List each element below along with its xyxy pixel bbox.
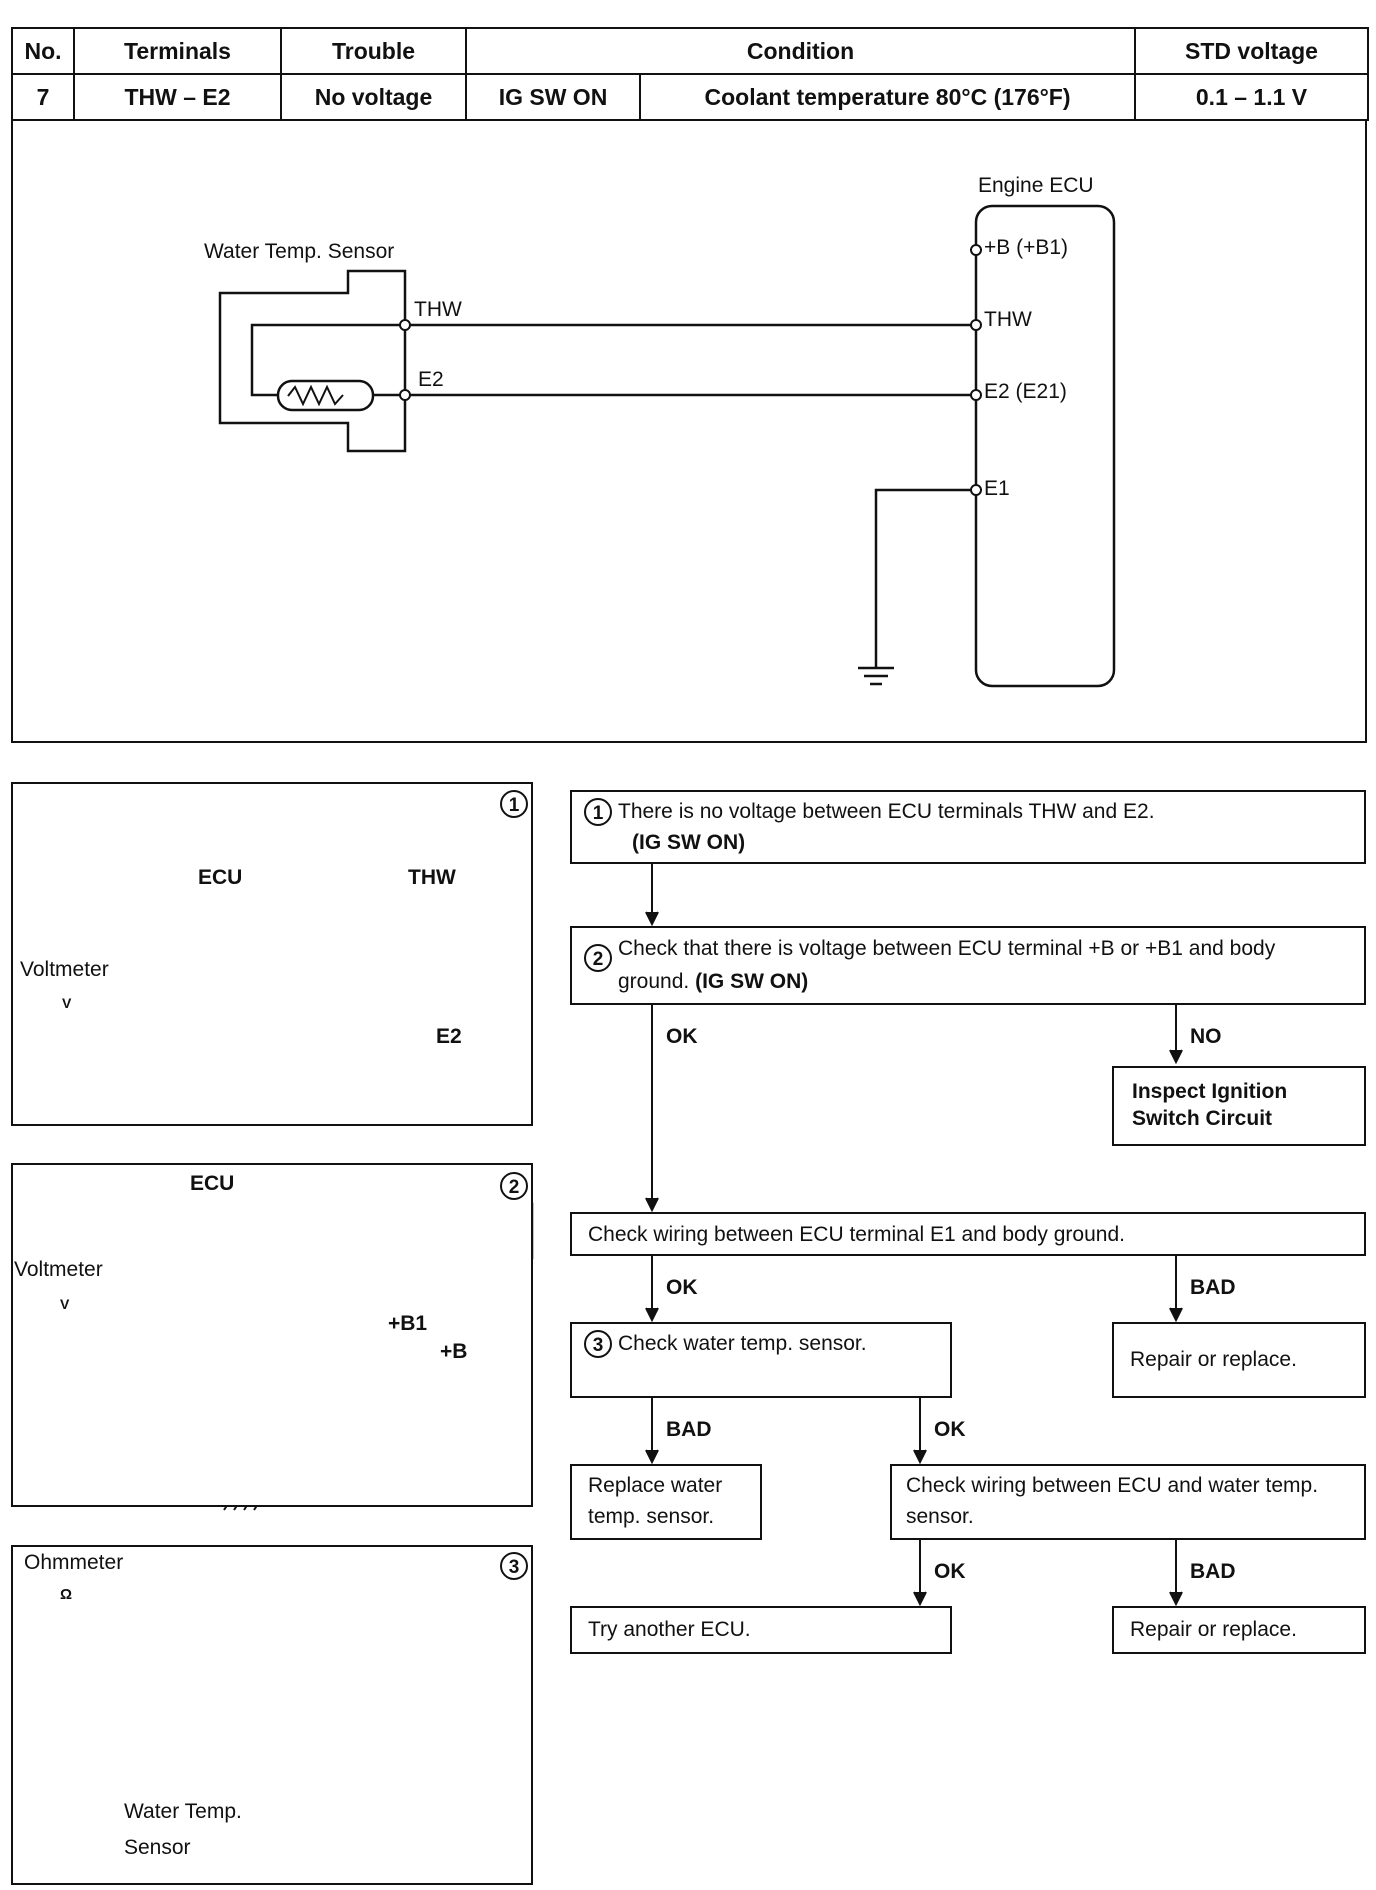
step1-number: 1 xyxy=(584,798,612,827)
check-wiring-box: Check wiring between ECU and water temp.… xyxy=(890,1464,1366,1540)
header-no: No. xyxy=(11,27,75,75)
step2-number: 2 xyxy=(584,944,612,972)
ok-label-3: OK xyxy=(934,1418,966,1441)
repair-text-2: Repair or replace. xyxy=(1130,1618,1297,1641)
no-label-1: NO xyxy=(1190,1025,1222,1048)
sensor-inner-wire xyxy=(250,323,405,397)
cell-condition-detail: Coolant temperature 80°C (176°F) xyxy=(638,73,1137,121)
spec-header-row: No. Terminals Trouble Condition STD volt… xyxy=(11,27,1370,75)
panel3-ohmmeter-label: Ohmmeter xyxy=(24,1551,124,1574)
circuit-diagram-panel xyxy=(11,119,1367,743)
repair-box-2: Repair or replace. xyxy=(1112,1606,1366,1654)
panel1-meter-symbol: V xyxy=(62,995,72,1011)
step3-text: Check water temp. sensor. xyxy=(618,1332,867,1355)
flow-step-3: 3 Check water temp. sensor. xyxy=(570,1322,952,1398)
sensor-housing xyxy=(218,269,407,453)
sensor-e2-label: E2 xyxy=(418,368,444,391)
step2-condition: (IG SW ON) xyxy=(695,970,809,993)
sensor-thw-label: THW xyxy=(414,298,462,321)
flow-step-2: 2 Check that there is voltage between EC… xyxy=(570,926,1366,1005)
replace-sensor-box: Replace water temp. sensor. xyxy=(570,1464,762,1540)
step1-condition: (IG SW ON) xyxy=(632,831,746,854)
panel1-voltmeter-label: Voltmeter xyxy=(20,958,109,981)
panel-3 xyxy=(11,1545,533,1885)
ok-label-1: OK xyxy=(666,1025,698,1048)
header-terminals: Terminals xyxy=(73,27,282,75)
cell-condition-switch: IG SW ON xyxy=(465,73,641,121)
ecu-outline xyxy=(974,204,1116,688)
spec-table: No. Terminals Trouble Condition STD volt… xyxy=(11,27,1370,121)
bad-label-3: BAD xyxy=(666,1418,712,1441)
panel1-e2-label: E2 xyxy=(436,1025,462,1048)
panel3-number: 3 xyxy=(500,1552,528,1580)
panel3-sensor-label-2: Sensor xyxy=(124,1836,191,1859)
panel2-b1-label: +B1 xyxy=(388,1312,428,1335)
header-std-voltage: STD voltage xyxy=(1134,27,1370,75)
e1-ground-wire xyxy=(874,488,976,668)
ecu-e1-terminal: E1 xyxy=(984,477,1010,500)
panel1-ecu-label: ECU xyxy=(198,866,243,889)
panel2-voltmeter-label: Voltmeter xyxy=(14,1258,103,1281)
panel2-b-label: +B xyxy=(440,1340,468,1363)
repair-box-1: Repair or replace. xyxy=(1112,1322,1366,1398)
try-ecu-box: Try another ECU. xyxy=(570,1606,952,1654)
ecu-b-terminal: +B (+B1) xyxy=(984,236,1069,259)
panel2-meter-symbol: V xyxy=(60,1296,70,1312)
flowchart-connectors xyxy=(645,864,1183,1607)
panel3-meter-symbol: Ω xyxy=(60,1586,73,1603)
check-e1-box: Check wiring between ECU terminal E1 and… xyxy=(570,1212,1366,1256)
panel2-ecu-label: ECU xyxy=(190,1172,235,1195)
inspect-ignition-text: Inspect Ignition Switch Circuit xyxy=(1132,1080,1288,1130)
step2-text: Check that there is voltage between ECU … xyxy=(618,937,1276,993)
inspect-ignition-box: Inspect Ignition Switch Circuit xyxy=(1112,1066,1366,1146)
ground-symbol-icon xyxy=(858,666,894,686)
replace-sensor-text: Replace water temp. sensor. xyxy=(588,1474,723,1528)
step3-number: 3 xyxy=(584,1330,612,1359)
check-e1-text: Check wiring between ECU terminal E1 and… xyxy=(588,1223,1125,1246)
check-wiring-text: Check wiring between ECU and water temp.… xyxy=(906,1474,1319,1528)
panel1-thw-label: THW xyxy=(408,866,456,889)
spec-data-row: 7 THW – E2 No voltage IG SW ON Coolant t… xyxy=(11,73,1370,121)
panel-1 xyxy=(11,782,533,1126)
step1-text: There is no voltage between ECU terminal… xyxy=(618,800,1155,823)
panel-2 xyxy=(11,1163,533,1507)
cell-no: 7 xyxy=(11,73,75,121)
repair-text-1: Repair or replace. xyxy=(1130,1348,1297,1371)
header-condition: Condition xyxy=(464,27,1137,75)
cell-std-voltage: 0.1 – 1.1 V xyxy=(1134,73,1370,121)
bad-label-4: BAD xyxy=(1190,1560,1236,1583)
panel3-sensor-label-1: Water Temp. xyxy=(124,1800,242,1823)
ecu-title: Engine ECU xyxy=(978,174,1094,197)
ok-label-2: OK xyxy=(666,1276,698,1299)
cell-terminals: THW – E2 xyxy=(73,73,282,121)
ok-label-4: OK xyxy=(934,1560,966,1583)
panel1-number: 1 xyxy=(500,790,528,818)
cell-trouble: No voltage xyxy=(280,73,467,121)
panel2-number: 2 xyxy=(500,1172,528,1200)
header-trouble: Trouble xyxy=(280,27,467,75)
ecu-thw-terminal: THW xyxy=(984,308,1032,331)
flow-step-1: 1 There is no voltage between ECU termina… xyxy=(570,790,1366,864)
ecu-e2-terminal: E2 (E21) xyxy=(984,380,1067,403)
sensor-title: Water Temp. Sensor xyxy=(204,240,395,263)
thermistor-icon xyxy=(276,379,375,412)
bad-label-2: BAD xyxy=(1190,1276,1236,1299)
try-ecu-text: Try another ECU. xyxy=(588,1618,751,1641)
